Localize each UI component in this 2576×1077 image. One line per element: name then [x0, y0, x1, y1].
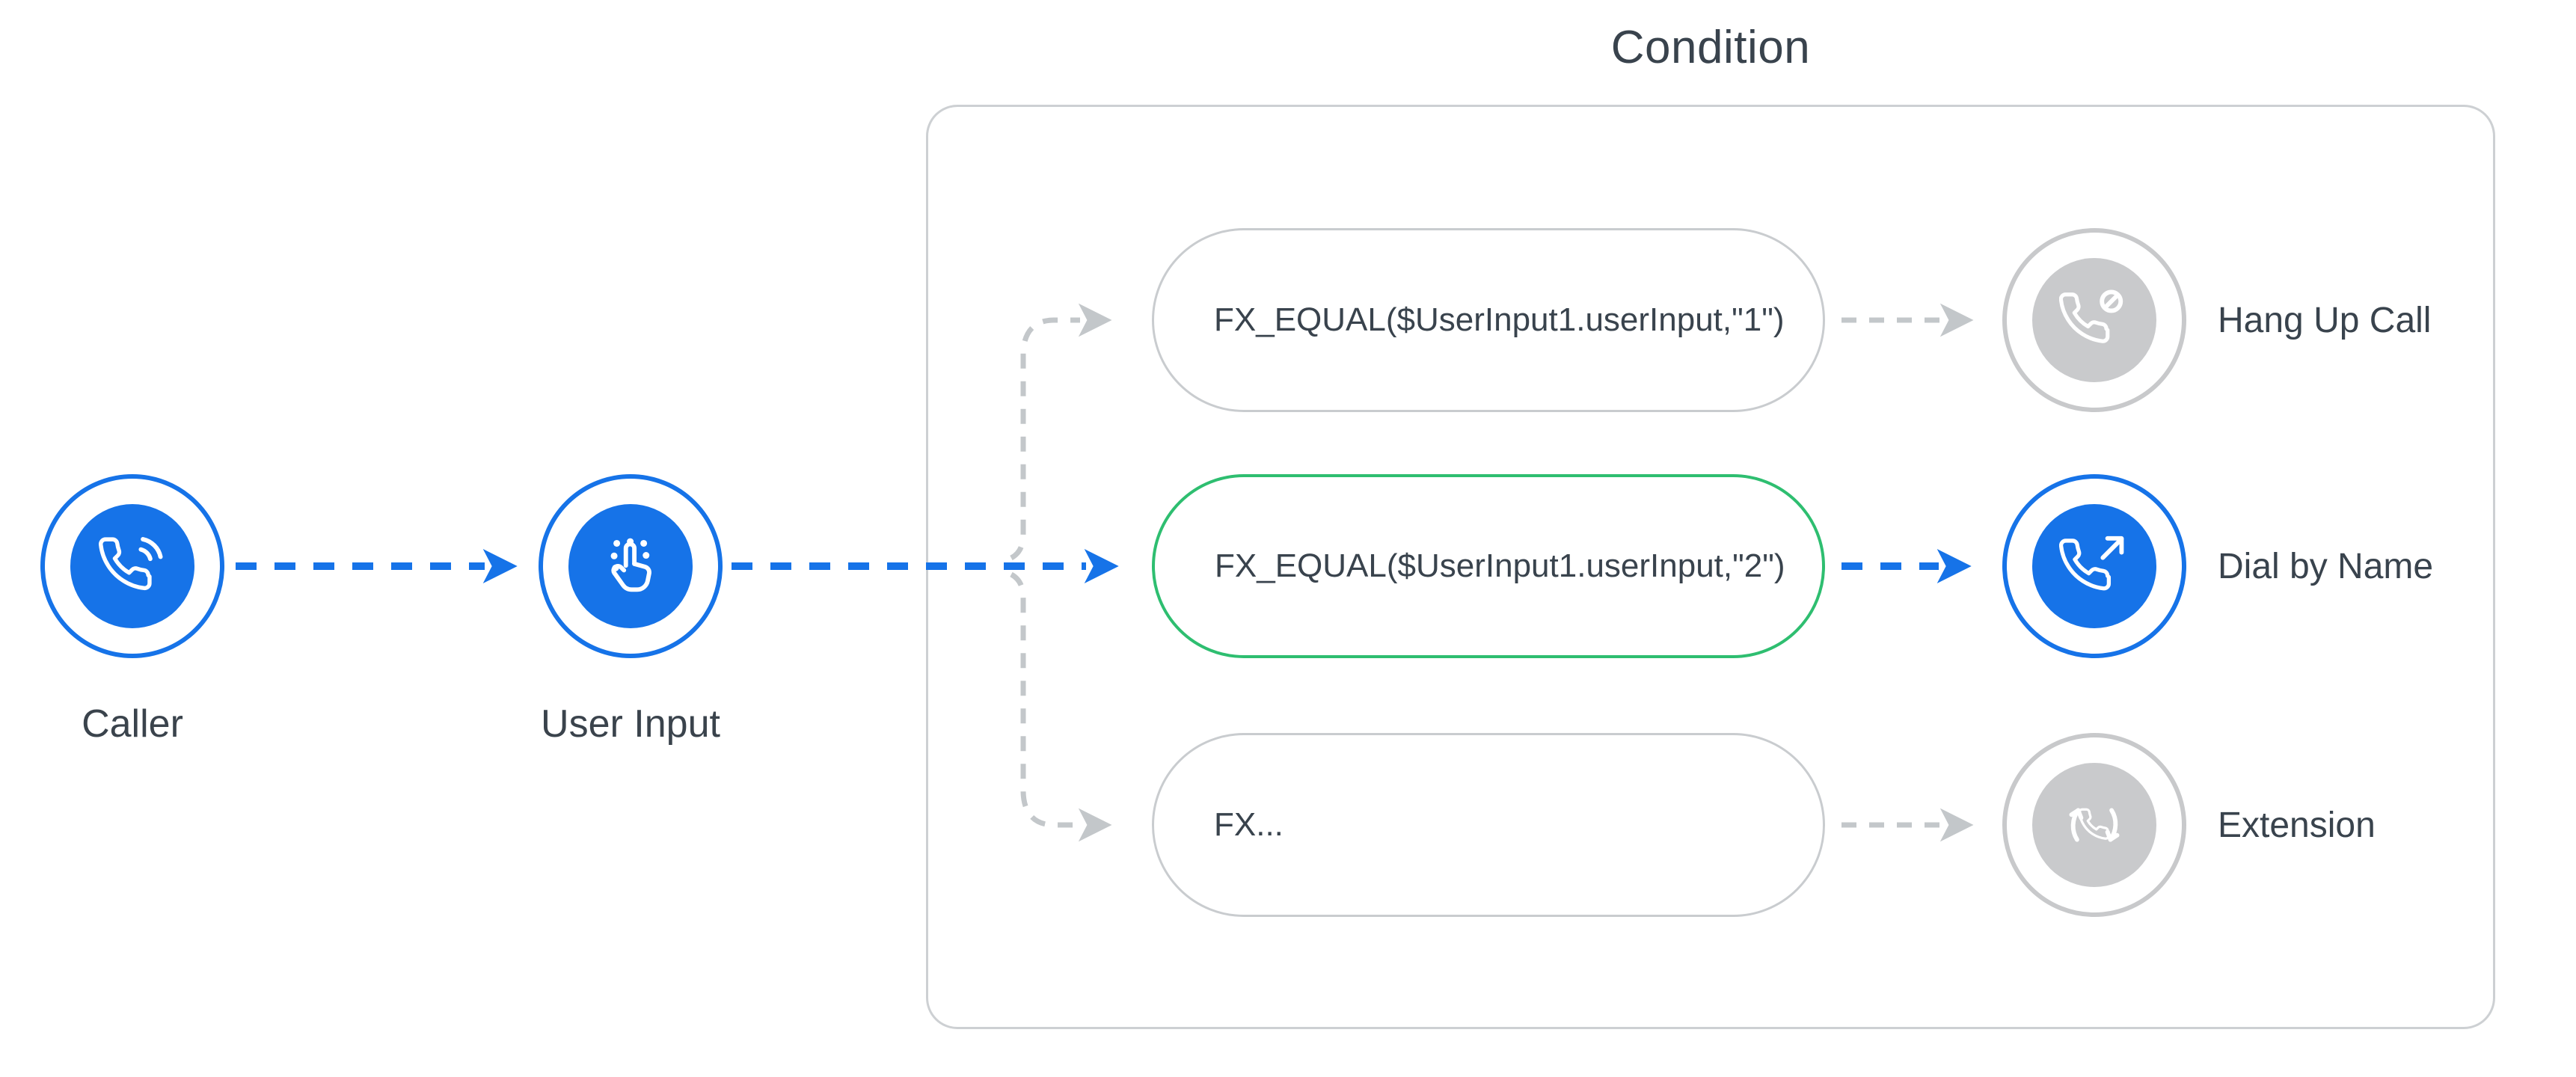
node-caller[interactable]: [40, 474, 224, 658]
condition-expression: FX...: [1214, 806, 1284, 843]
node-user-input-label: User Input: [541, 702, 720, 746]
target-node-hang-up-call[interactable]: [2002, 228, 2186, 412]
condition-group-title: Condition: [1610, 22, 1811, 73]
phone-outgoing-icon: [2059, 536, 2124, 591]
target-label-dial-by-name: Dial by Name: [2218, 546, 2434, 586]
caller-node-core: [70, 504, 194, 628]
target-node-dial-by-name[interactable]: [2002, 474, 2186, 658]
condition-pill-1[interactable]: FX_EQUAL($UserInput1.userInput,"1"): [1152, 228, 1825, 412]
hang-up-node-core: [2032, 258, 2156, 382]
target-node-extension[interactable]: [2002, 733, 2186, 917]
hang-up-call-icon: [2059, 289, 2123, 343]
node-caller-label: Caller: [82, 702, 183, 746]
condition-pill-2[interactable]: FX_EQUAL($UserInput1.userInput,"2"): [1152, 474, 1825, 658]
target-label-hang-up-call: Hang Up Call: [2218, 300, 2432, 340]
dial-by-name-node-core: [2032, 504, 2156, 628]
phone-call-icon: [99, 537, 163, 591]
keypad-press-icon: [610, 538, 651, 592]
node-user-input[interactable]: [539, 474, 723, 658]
target-label-extension: Extension: [2218, 805, 2376, 845]
extension-node-core: [2032, 763, 2156, 887]
condition-expression: FX_EQUAL($UserInput1.userInput,"2"): [1215, 547, 1785, 584]
condition-pill-3[interactable]: FX...: [1152, 733, 1825, 917]
call-transfer-icon: [2069, 808, 2120, 842]
user-input-node-core: [568, 504, 693, 628]
condition-expression: FX_EQUAL($UserInput1.userInput,"1"): [1214, 301, 1785, 338]
